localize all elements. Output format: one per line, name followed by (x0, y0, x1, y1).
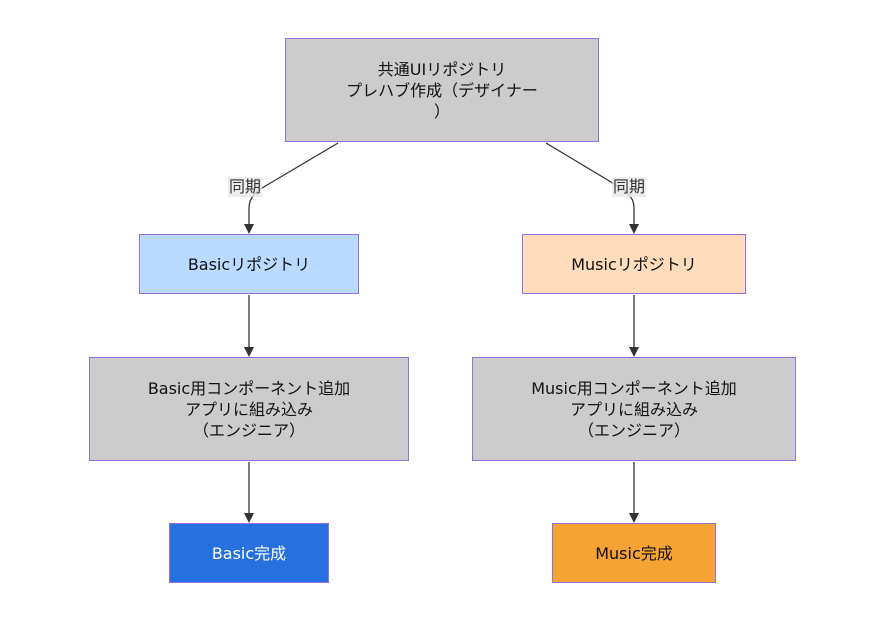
node-music-repo: Musicリポジトリ (522, 234, 746, 294)
edge-label-sync-right: 同期 (612, 177, 647, 197)
node-music-repo-label: Musicリポジトリ (571, 254, 697, 274)
node-basic-add-components-label: Basic用コンポーネント追加 アプリに組み込み （エンジニア） (147, 378, 351, 440)
edge-label-sync-left: 同期 (228, 177, 263, 197)
node-shared-ui-repo-label: 共通UIリポジトリ プレハブ作成（デザイナー ） (346, 59, 538, 121)
node-basic-repo: Basicリポジトリ (139, 234, 359, 294)
edge-top-to-basic-repo (244, 142, 339, 234)
node-music-complete-label: Music完成 (595, 543, 673, 563)
node-basic-repo-label: Basicリポジトリ (187, 254, 311, 274)
node-basic-complete: Basic完成 (169, 523, 329, 583)
node-shared-ui-repo: 共通UIリポジトリ プレハブ作成（デザイナー ） (285, 38, 599, 142)
node-music-add-components: Music用コンポーネント追加 アプリに組み込み （エンジニア） (472, 357, 796, 461)
node-basic-complete-label: Basic完成 (211, 543, 287, 563)
node-music-add-components-label: Music用コンポーネント追加 アプリに組み込み （エンジニア） (531, 378, 737, 440)
node-music-complete: Music完成 (552, 523, 716, 583)
node-basic-add-components: Basic用コンポーネント追加 アプリに組み込み （エンジニア） (89, 357, 409, 461)
